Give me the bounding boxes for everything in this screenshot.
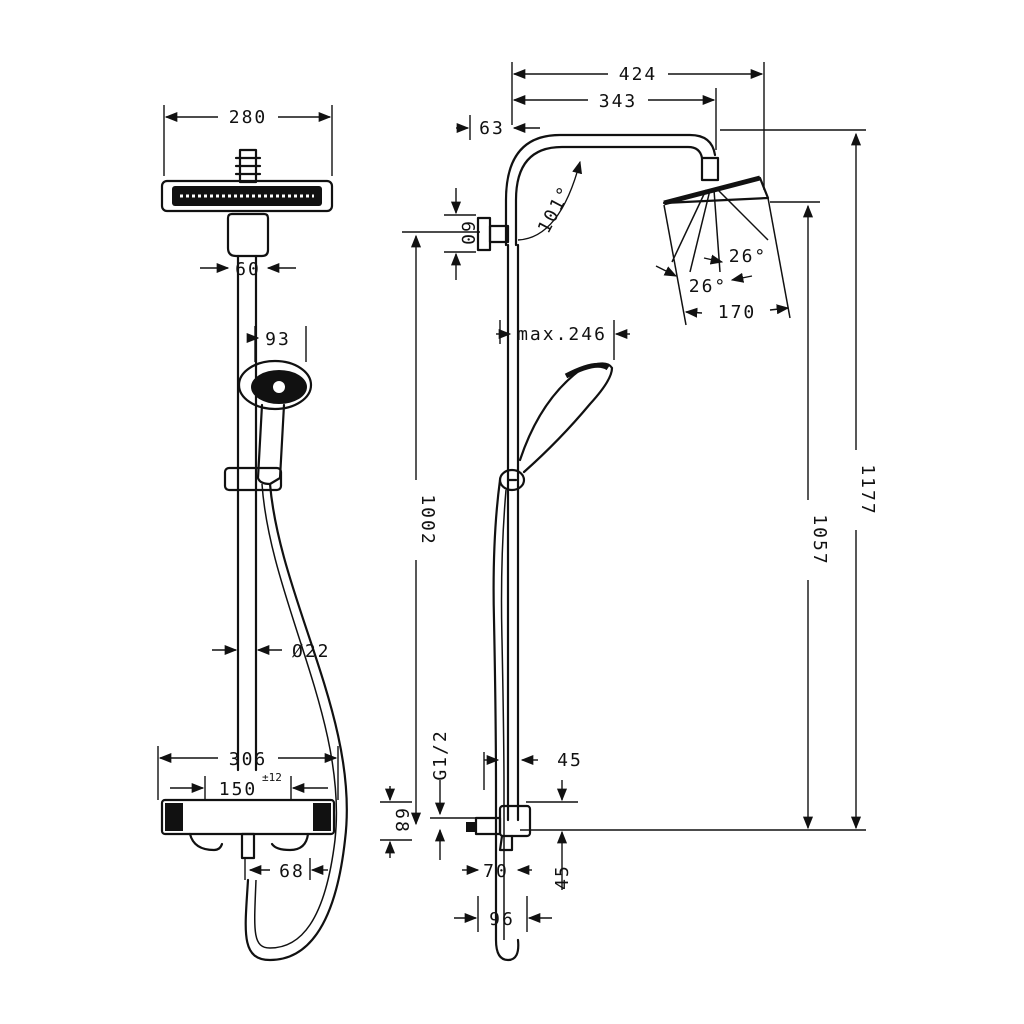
arm-width-label: 60 [235,259,261,280]
thread-label: G1/2 [430,729,451,780]
overhead-shower-front [160,148,334,213]
total-projection-label: 424 [619,64,658,85]
mixer-height-label: 68 [391,808,412,834]
head-width-label: 170 [718,302,757,323]
head-height-label: 1057 [809,514,830,565]
side-view: 424 343 63 60 101° 26° 26° 170 max.246 [380,62,878,962]
handshower-width-label: 93 [265,329,291,350]
bracket-height-label: 60 [457,221,478,247]
slider-side [498,468,526,492]
hose-side [492,478,520,962]
rail-diameter-label: Ø22 [292,641,331,662]
spray-angle-right-label: 26° [729,246,768,267]
mixer-width-label: 306 [229,749,268,770]
wall-bracket-side [476,216,510,252]
hand-shower-front [237,359,313,486]
base-depth-label: 96 [489,909,515,930]
overhead-shower-side [662,156,770,206]
upper-offset-label: 45 [557,750,583,771]
thermostat-mixer-front [160,798,336,860]
slider-front [223,466,283,492]
lower-offset-label: 45 [552,864,573,890]
spout-width-label: 68 [279,861,305,882]
mixer-depth-label: 70 [483,861,509,882]
arm-bracket-front [226,212,270,258]
arm-projection-label: 343 [599,91,638,112]
thermostat-mixer-side [466,804,532,852]
hand-shower-side [518,362,614,474]
spray-angle-left-label: 26° [689,276,728,297]
riser-arm-side [504,133,717,822]
connection-tolerance-label: ±12 [262,771,282,784]
hose-front [244,482,348,962]
overhead-width-label: 280 [229,107,268,128]
riser-rail-front [236,254,258,772]
handshower-projection-label: max.246 [517,324,607,345]
rail-height-label: 1002 [417,494,438,545]
total-height-label: 1177 [857,464,878,515]
spray-angles [663,189,791,326]
connection-spacing-label: 150 [219,779,258,800]
arm-angle-label: 101° [534,182,577,237]
wall-offset-label: 63 [479,118,505,139]
front-view: 280 60 93 Ø22 306 150 ±12 68 [157,105,348,962]
